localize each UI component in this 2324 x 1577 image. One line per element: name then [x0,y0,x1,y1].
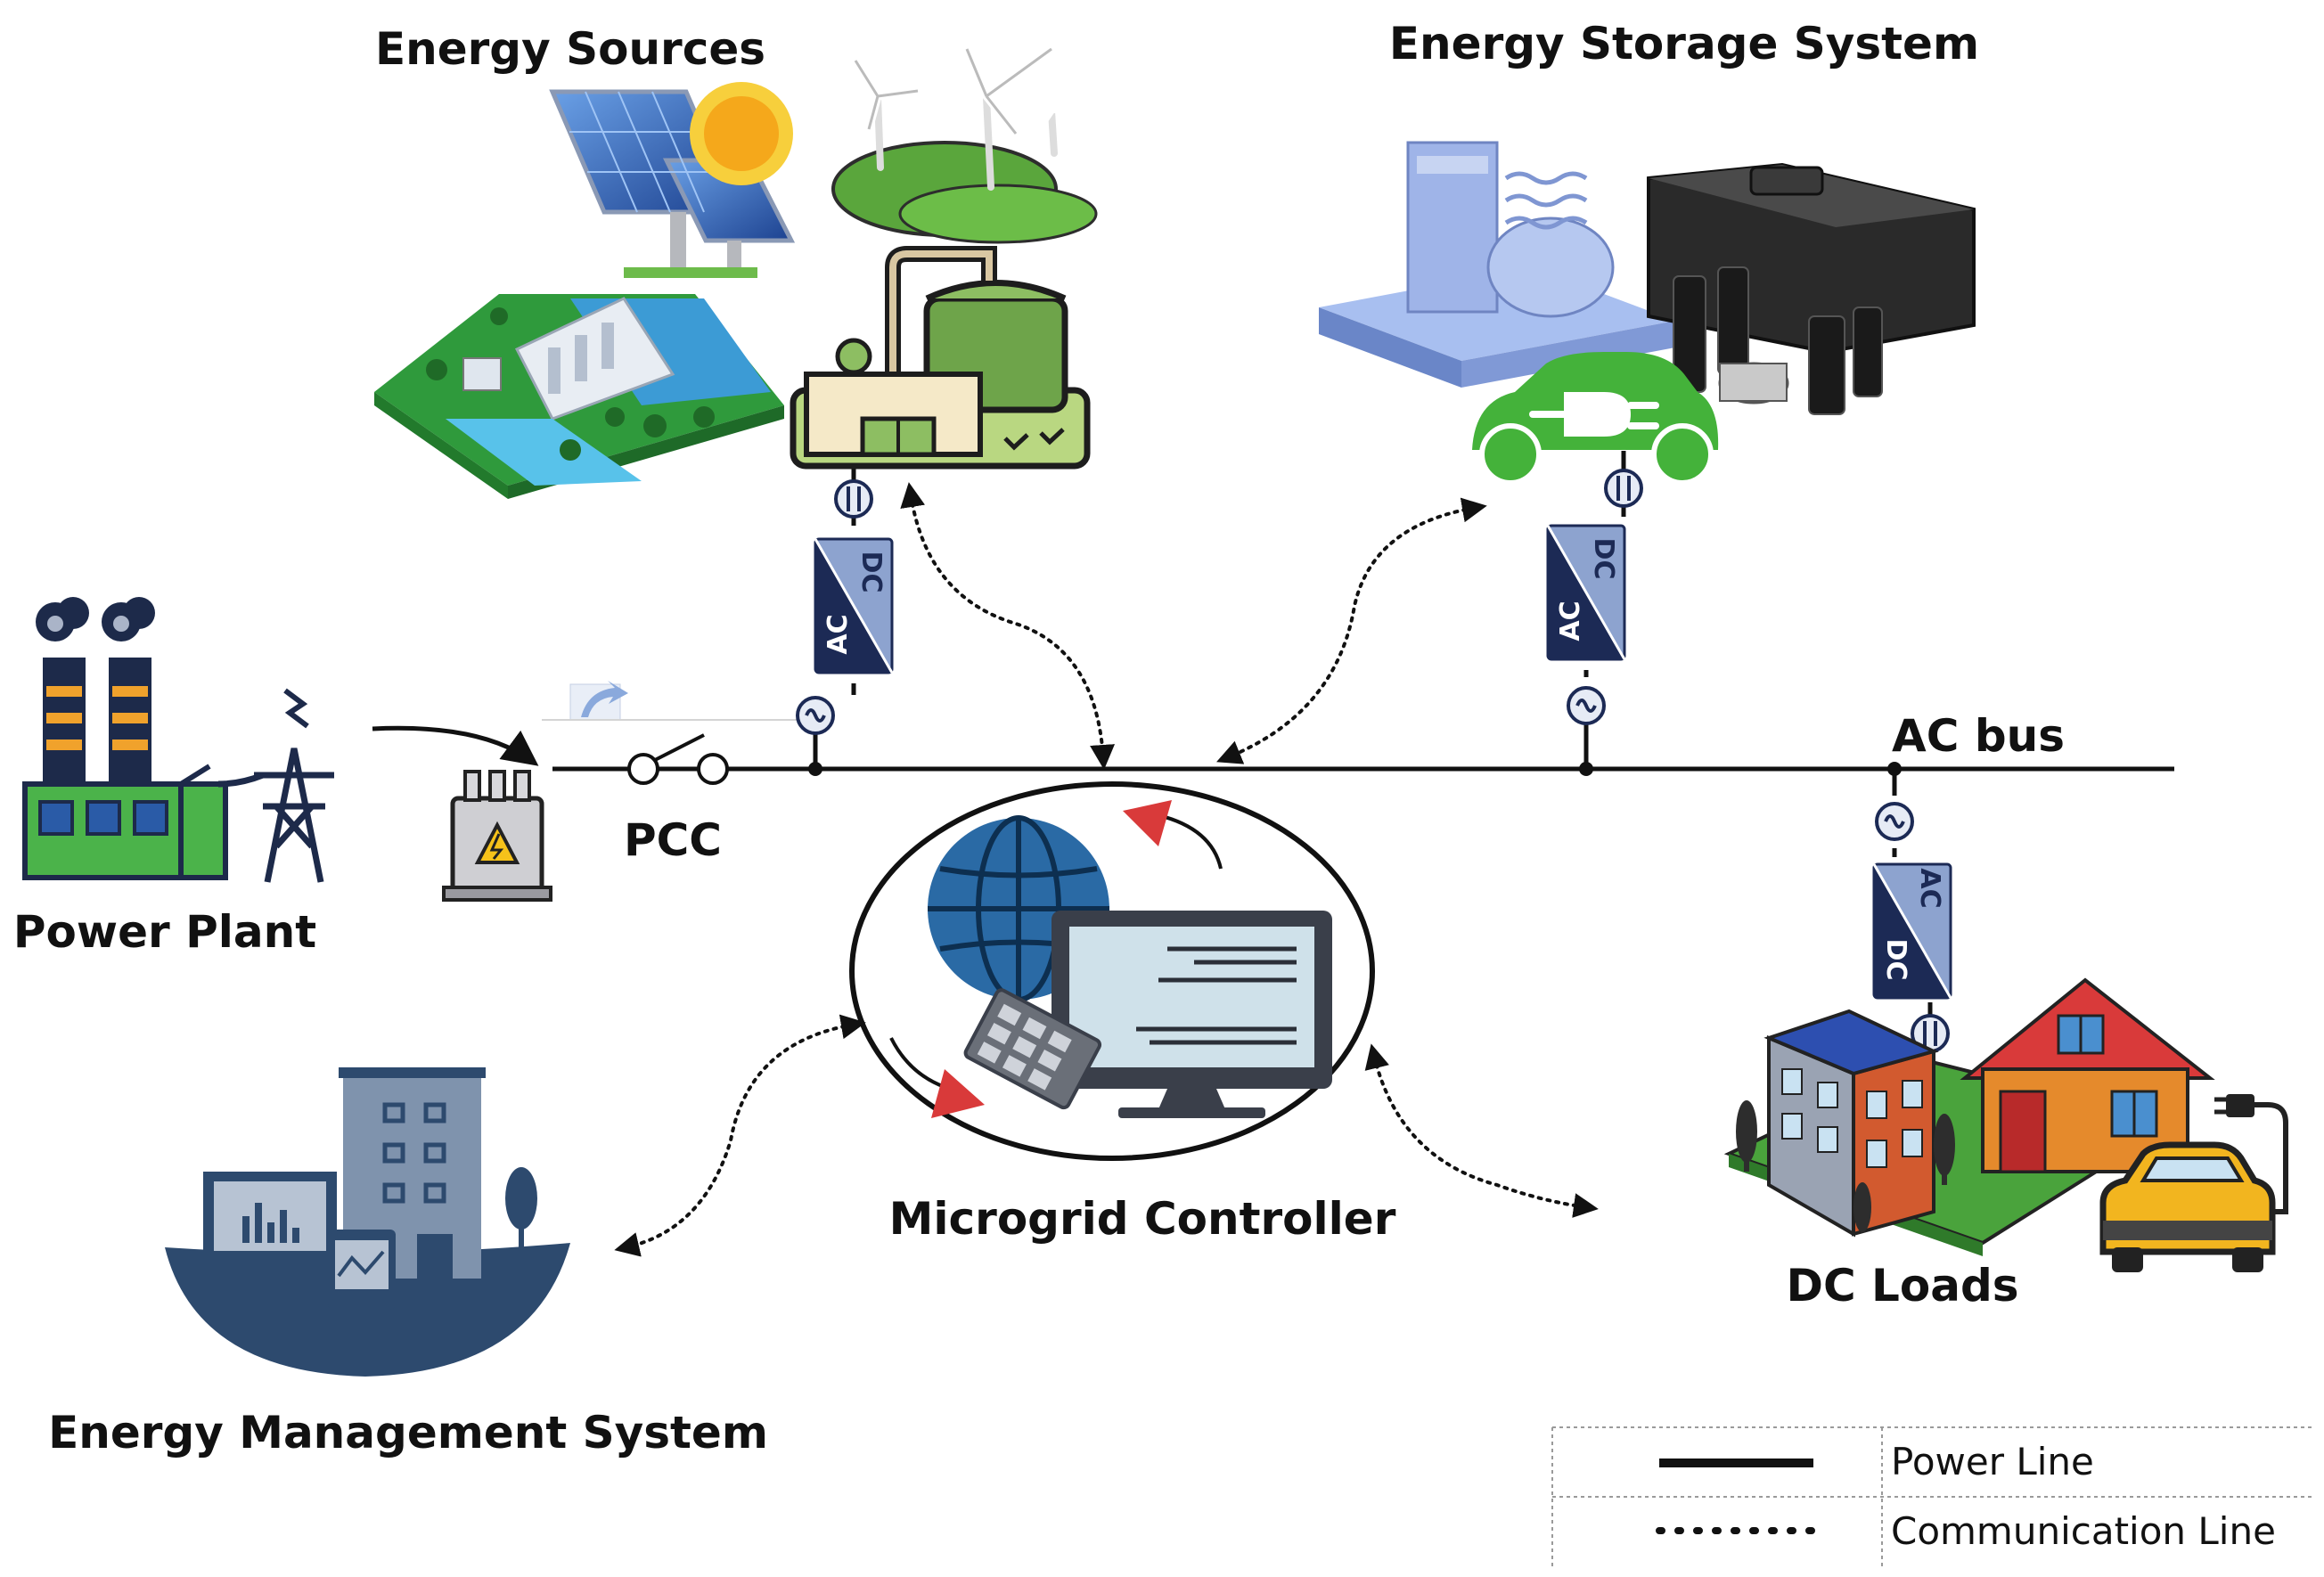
wind-turbines-icon [831,45,1098,244]
converter-loads: AC DC [1872,862,1952,1000]
energy-sources-label: Energy Sources [375,23,765,75]
refresh-arrows-icon [889,800,1223,1118]
pcc-switch [542,681,802,785]
communication-lines [614,482,1599,1257]
converter-sources: AC DC [814,537,894,674]
converter-storage-dc: DC [1588,538,1619,580]
plant-to-transformer-line [372,725,539,766]
comm-storage-controller [1216,497,1487,764]
electric-car-icon [1472,352,1719,486]
charging-car-icon [2099,1094,2288,1272]
power-plant-icon [22,597,334,883]
converter-sources-dc: DC [855,552,887,593]
microgrid-controller-icon [849,781,1375,1161]
sun-icon [690,82,793,185]
legend-power-line-label: Power Line [1891,1440,2094,1483]
legend: Power Line Communication Line [1551,1426,2312,1568]
converter-storage-ac: AC [1555,601,1586,641]
converter-loads-ac: AC [1914,868,1945,908]
converter-loads-dc: DC [1880,939,1911,981]
keypad-icon [963,988,1102,1110]
microgrid-controller-label: Microgrid Controller [889,1193,1396,1245]
dc-terminal-icon [1604,469,1643,508]
battery-bank-icon [1647,162,1976,415]
comm-sources-controller [900,482,1116,770]
energy-management-icon [165,1067,570,1377]
bus-junctions [808,762,1902,776]
ac-terminal-icon [1875,802,1914,841]
pcc-label: PCC [624,814,722,866]
energy-management-label: Energy Management System [48,1407,768,1459]
converter-storage: AC DC [1546,524,1626,661]
ac-terminal-icon [796,696,835,735]
biogas-plant-icon [790,246,1091,470]
transformer-icon [442,770,552,902]
energy-storage-label: Energy Storage System [1389,18,1979,69]
comm-controller-loads [1364,1043,1599,1218]
dc-loads-icon [1723,977,2288,1272]
ac-terminal-icon [1567,686,1606,725]
ac-bus-label: AC bus [1892,710,2065,762]
hydrogen-storage-icon [1319,141,1675,388]
power-plant-label: Power Plant [13,906,316,958]
converter-sources-ac: AC [822,614,854,654]
comm-ems-controller [614,1014,866,1257]
apartment-building-icon [1763,1009,1939,1238]
converter-terminals [796,469,1950,1053]
hydro-dam-icon [374,294,784,499]
legend-communication-line-label: Communication Line [1891,1509,2276,1553]
monitor-icon [1052,911,1332,1118]
house-icon [1960,977,2215,1173]
dc-loads-label: DC Loads [1786,1260,2018,1311]
dc-terminal-icon [834,479,873,519]
